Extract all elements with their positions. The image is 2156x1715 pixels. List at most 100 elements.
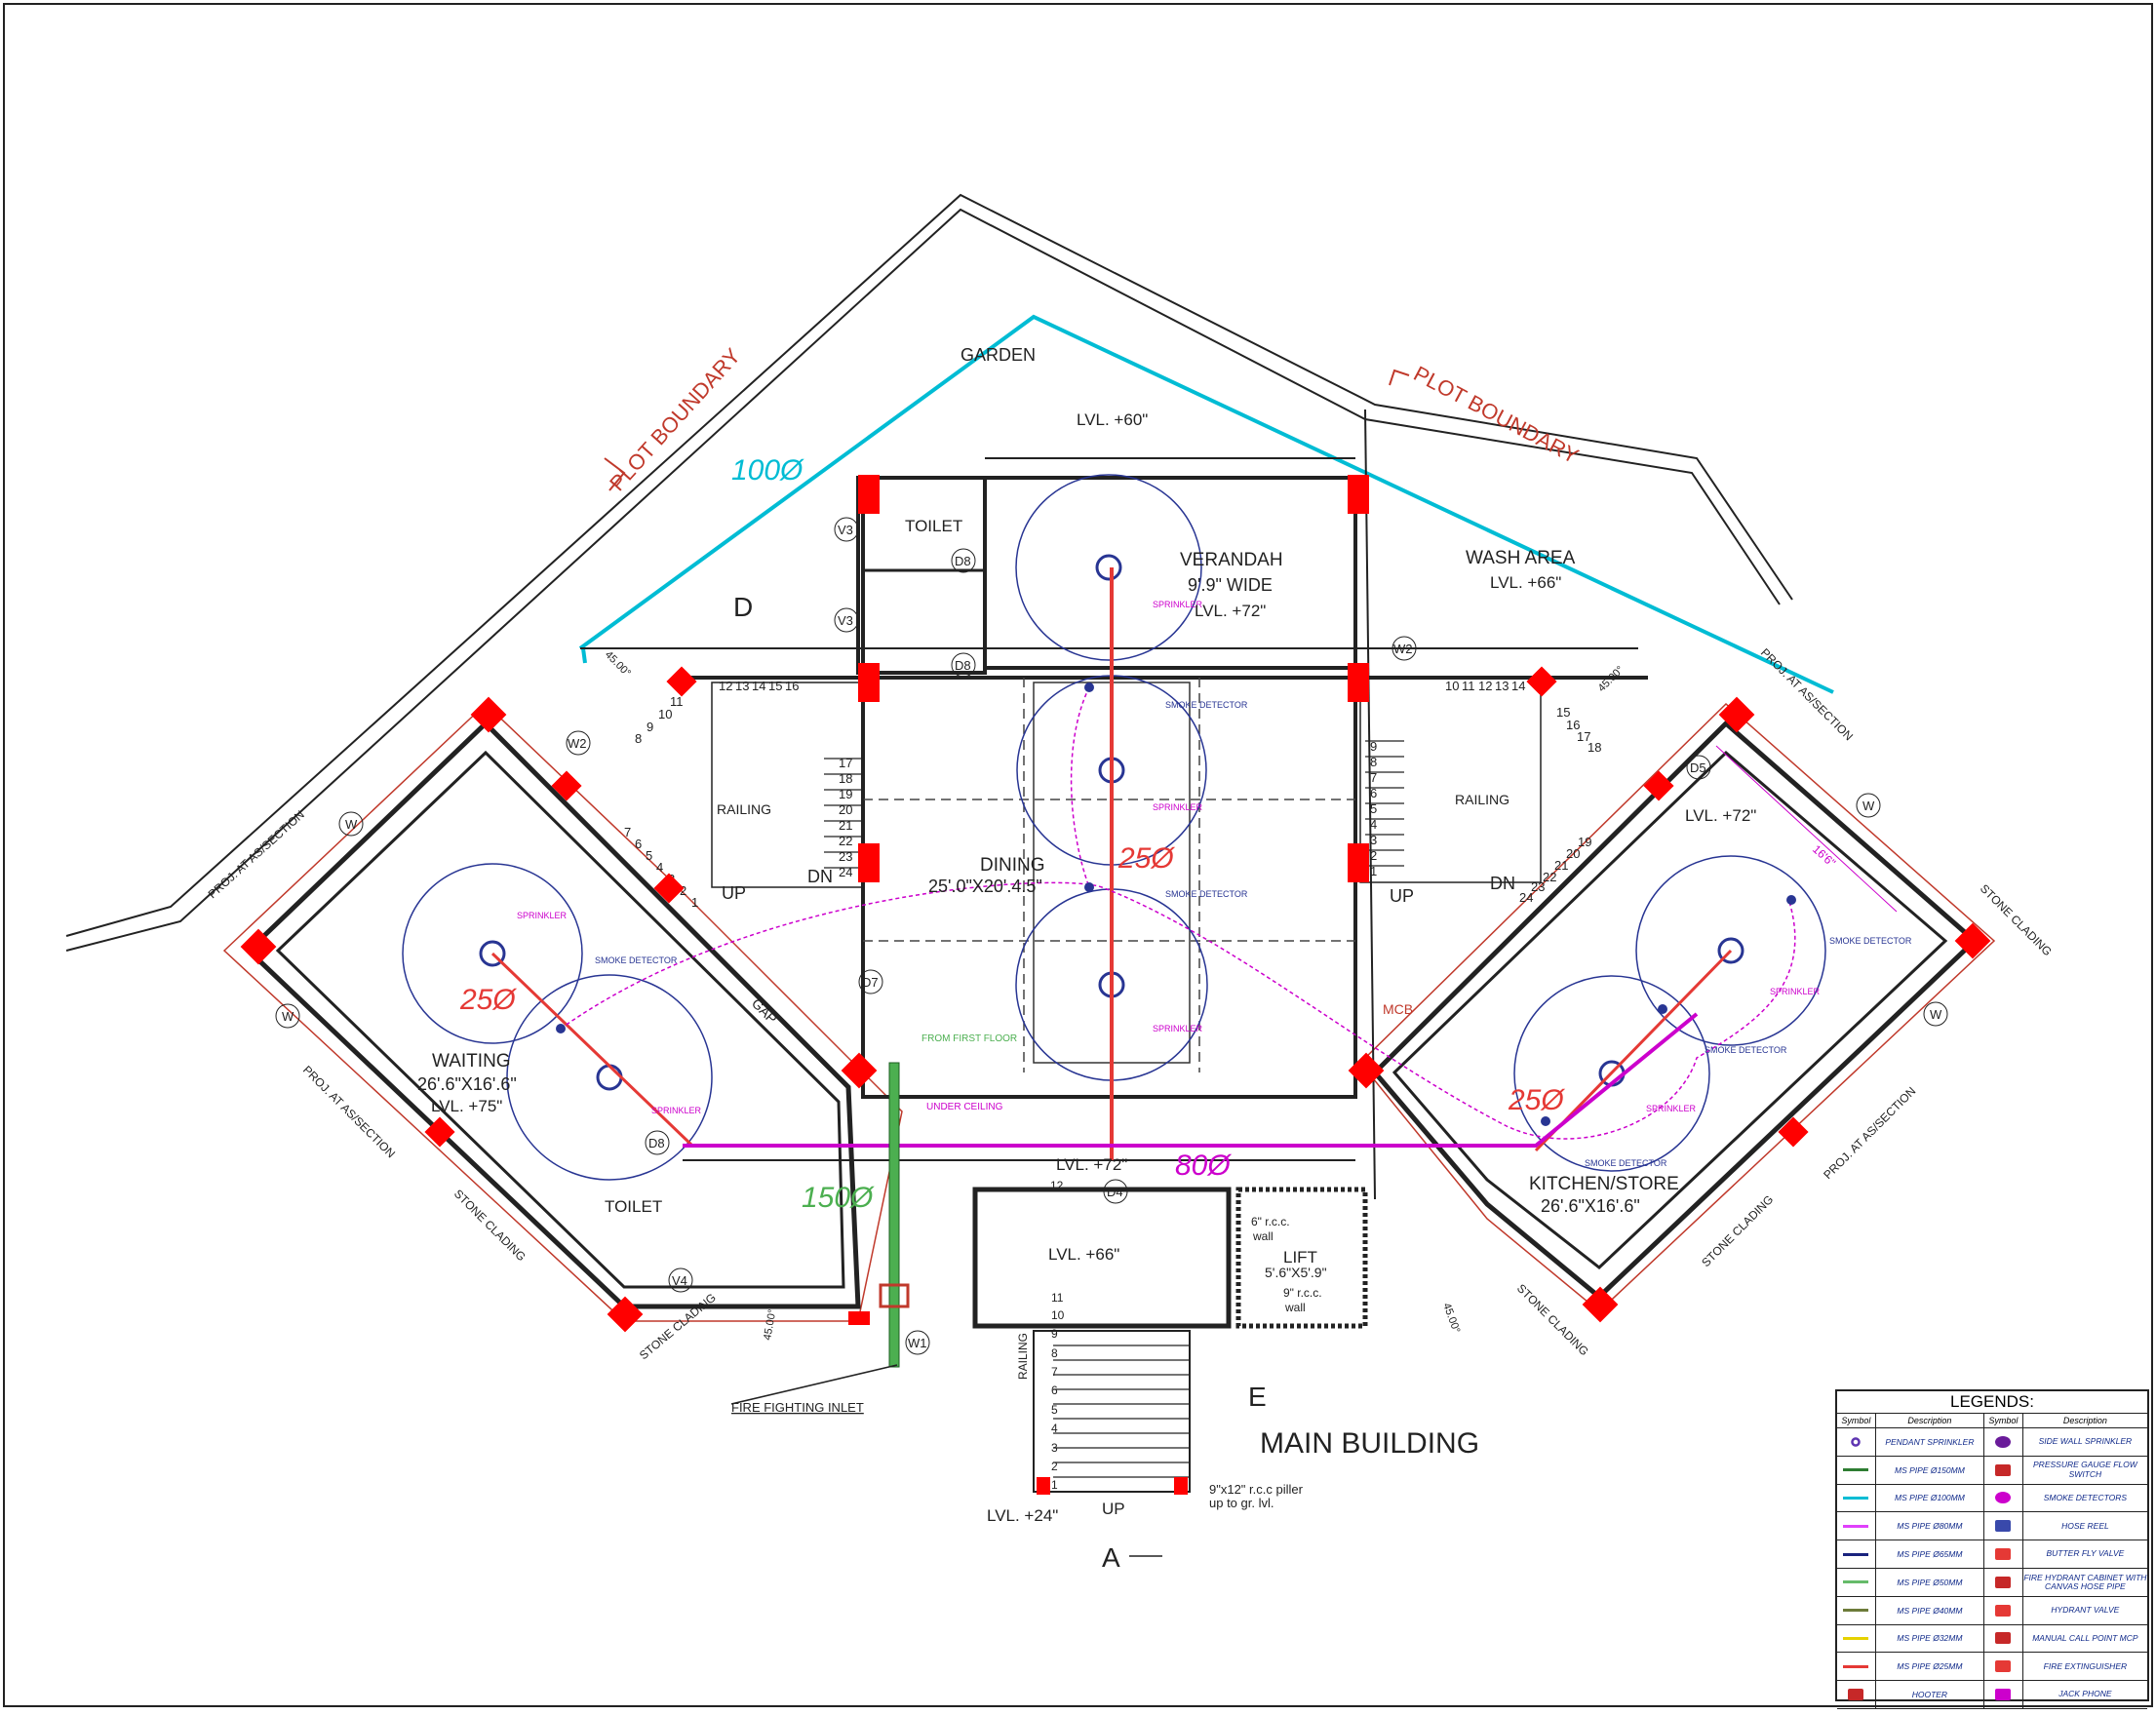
- smoke-detector-icon-swatch: [1995, 1492, 2012, 1504]
- smoke-detector-callouts: SMOKE DETECTOR SMOKE DETECTOR SMOKE DETE…: [595, 700, 1912, 1168]
- svg-text:GARDEN: GARDEN: [960, 345, 1036, 365]
- smoke-detectors: [556, 682, 1796, 1126]
- svg-text:7: 7: [624, 825, 631, 839]
- svg-text:D8: D8: [955, 554, 971, 568]
- legend-left-description: MS PIPE Ø40MM: [1876, 1596, 1985, 1624]
- kitchen-wing-wall-inner: [1392, 750, 1948, 1269]
- legend-right-description: JACK PHONE: [2058, 1689, 2112, 1699]
- kitchen-dimension-line: [1715, 745, 1898, 913]
- svg-text:24: 24: [839, 865, 852, 879]
- pipe-25-central-label: 25Ø: [1117, 842, 1175, 875]
- svg-text:14: 14: [752, 679, 765, 693]
- svg-text:SMOKE DETECTOR: SMOKE DETECTOR: [1165, 700, 1248, 710]
- proj-section-right-bottom: PROJ. AT AS/SECTION: [1821, 1084, 1918, 1182]
- pipe-25-waiting: [490, 952, 694, 1148]
- svg-text:26'.6"X16'.6": 26'.6"X16'.6": [417, 1074, 517, 1094]
- hooter-icon-swatch: [1848, 1689, 1864, 1701]
- svg-text:W: W: [282, 1009, 294, 1024]
- svg-text:LVL. +66": LVL. +66": [1048, 1245, 1119, 1264]
- svg-text:LVL. +60": LVL. +60": [1077, 410, 1148, 429]
- main-stair-numbers: 11 10 9 8 7 6 5 4 3 2 1: [1051, 1291, 1065, 1492]
- hooter-icon: [1837, 1681, 1876, 1708]
- angle-bottom-left: 45.00°: [762, 1308, 778, 1342]
- svg-text:6: 6: [1051, 1384, 1058, 1397]
- pipe-25-kitchen-label: 25Ø: [1508, 1084, 1565, 1116]
- legend-left-description: MS PIPE Ø50MM: [1876, 1568, 1985, 1596]
- svg-text:LVL. +72": LVL. +72": [1195, 602, 1266, 620]
- svg-text:LVL. +24": LVL. +24": [987, 1506, 1058, 1525]
- svg-text:5: 5: [646, 848, 652, 863]
- svg-text:SPRINKLER: SPRINKLER: [1153, 600, 1203, 609]
- svg-text:14: 14: [1511, 679, 1525, 693]
- fire-hydrant-inlet: [879, 1283, 910, 1308]
- main-stair-treads: [1053, 1345, 1190, 1478]
- left-dn-label: DN: [807, 867, 833, 886]
- fire-fighting-inlet-label: FIRE FIGHTING INLET: [731, 1400, 864, 1415]
- stone-cladding-left: STONE CLADING: [451, 1187, 529, 1264]
- svg-text:SMOKE DETECTOR: SMOKE DETECTOR: [595, 955, 678, 965]
- legend-left-description: MS PIPE Ø100MM: [1876, 1484, 1985, 1512]
- svg-text:SPRINKLER: SPRINKLER: [1646, 1104, 1697, 1113]
- svg-text:W: W: [1930, 1007, 1942, 1022]
- svg-text:LVL. +72": LVL. +72": [1056, 1155, 1127, 1174]
- svg-text:17: 17: [1577, 729, 1590, 744]
- svg-text:5: 5: [1051, 1403, 1058, 1417]
- svg-text:MAIN BUILDING: MAIN BUILDING: [1260, 1427, 1479, 1460]
- svg-text:UP: UP: [1102, 1500, 1125, 1518]
- proj-section-right-top: PROJ. AT AS/SECTION: [1758, 645, 1856, 743]
- svg-text:10: 10: [1445, 679, 1459, 693]
- svg-text:3: 3: [1051, 1441, 1058, 1455]
- svg-text:V4: V4: [672, 1273, 687, 1288]
- legend-left-description: MS PIPE Ø65MM: [1876, 1540, 1985, 1568]
- svg-text:17: 17: [839, 756, 852, 770]
- svg-text:DINING: DINING: [980, 855, 1045, 876]
- entry-room-wall: [972, 1187, 1232, 1329]
- svg-text:SMOKE DETECTOR: SMOKE DETECTOR: [1705, 1045, 1787, 1055]
- svg-text:22: 22: [839, 834, 852, 848]
- fire-inlet-leader: [730, 1364, 898, 1405]
- stone-cladding-left-bottom: STONE CLADING: [637, 1291, 719, 1363]
- pipe-150: [888, 1062, 900, 1368]
- svg-text:1: 1: [691, 895, 698, 910]
- legend-right-description: FIRE EXTINGUISHER: [2043, 1660, 2128, 1671]
- svg-text:TOILET: TOILET: [605, 1197, 662, 1216]
- gap-label: GAP: [749, 995, 780, 1027]
- plot-boundary-line-inner: [65, 208, 1781, 952]
- pendant-sprinkler-icon-swatch: [1848, 1435, 1864, 1448]
- jack-phone-icon: [1984, 1681, 2023, 1708]
- pipe-32-icon-swatch: [1843, 1636, 1869, 1640]
- svg-text:19: 19: [1578, 835, 1591, 849]
- legend-left-description: MS PIPE Ø150MM: [1876, 1456, 1985, 1484]
- legend-left-description: MS PIPE Ø32MM: [1876, 1624, 1985, 1653]
- pipe-150-icon: [1837, 1456, 1876, 1484]
- plot-boundary-left-label: PLOT BOUNDARY: [605, 343, 745, 495]
- svg-text:TOILET: TOILET: [905, 517, 962, 535]
- svg-text:LVL. +72": LVL. +72": [1685, 806, 1756, 825]
- svg-text:1: 1: [1370, 864, 1377, 878]
- hydrant-valve-icon-swatch: [1995, 1604, 2012, 1617]
- legend-header-symbol: Symbol: [1837, 1414, 1876, 1427]
- pipe-25-icon: [1837, 1653, 1876, 1681]
- svg-text:LVL. +75": LVL. +75": [431, 1097, 502, 1115]
- waiting-wing-wall-inner: [275, 750, 845, 1289]
- pipe-100-label: 100Ø: [731, 454, 804, 487]
- stone-cladding-right: STONE CLADING: [1699, 1192, 1776, 1269]
- left-railing-label: RAILING: [717, 801, 771, 817]
- svg-text:3: 3: [1370, 833, 1377, 847]
- svg-text:1: 1: [1051, 1478, 1058, 1492]
- svg-text:V3: V3: [838, 523, 853, 537]
- svg-text:23: 23: [1531, 879, 1545, 894]
- legend-header-symbol-2: Symbol: [1984, 1414, 2023, 1427]
- svg-text:21: 21: [839, 818, 852, 833]
- waiting-wing-wall: [245, 720, 861, 1309]
- svg-text:W1: W1: [908, 1336, 927, 1350]
- svg-text:E: E: [1248, 1382, 1267, 1412]
- svg-text:2: 2: [1051, 1460, 1058, 1473]
- svg-text:9'.9" WIDE: 9'.9" WIDE: [1188, 575, 1273, 595]
